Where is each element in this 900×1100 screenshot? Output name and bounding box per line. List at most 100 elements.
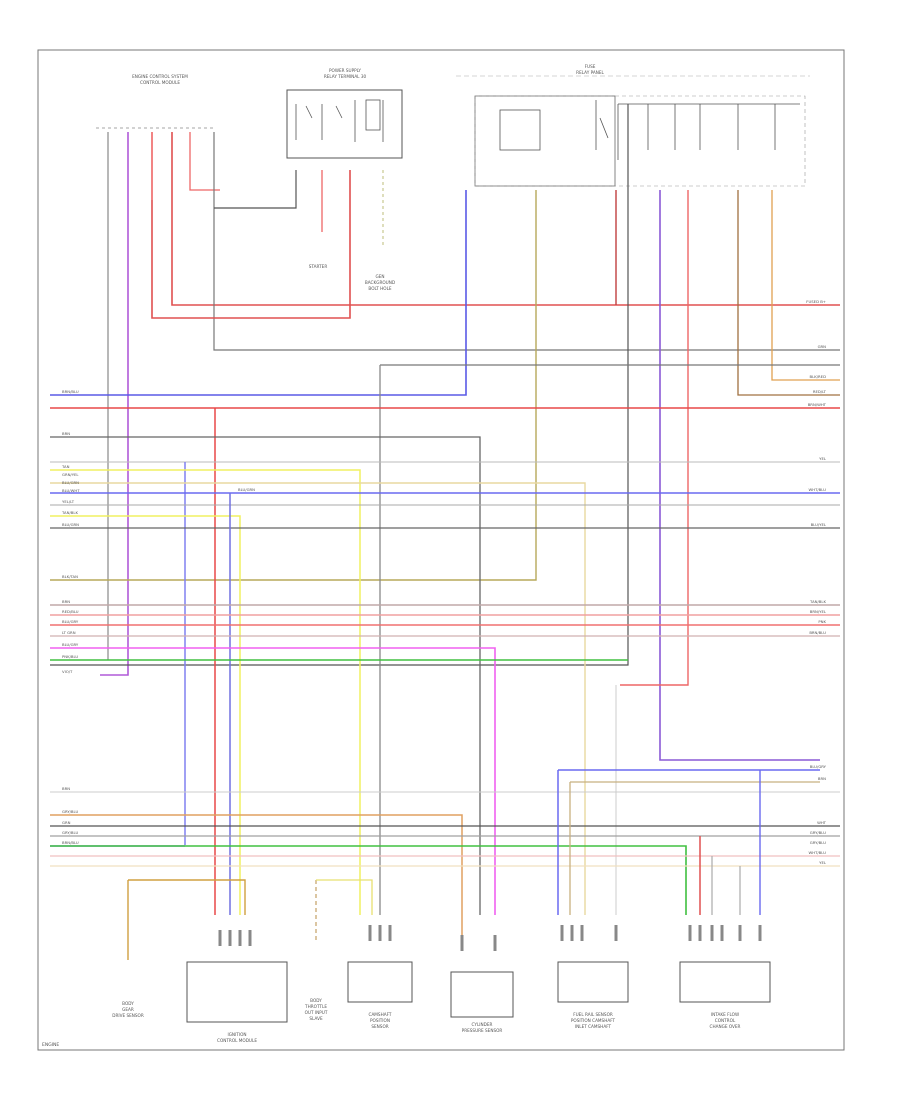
wire-set (50, 104, 840, 960)
ignition-module-box (186, 961, 288, 1023)
relay-label: POWER SUPPLY (329, 68, 361, 73)
component-label: CONTROL (715, 1018, 736, 1023)
connector-pin (378, 925, 382, 941)
left-wire-label: BRN (62, 431, 70, 436)
component-label: THROTTLE (304, 1004, 327, 1009)
right-wire-label: BLU/GRY (810, 764, 827, 769)
mid-wire-label: BLU/GRN (238, 487, 255, 492)
wire-red-short (189, 132, 220, 191)
left-wire-label: BRN (62, 599, 70, 604)
connector-pin (738, 925, 742, 941)
connector-pin (460, 935, 464, 951)
wire-tan (50, 190, 537, 581)
fuse-label: RELAY PANEL (576, 70, 604, 75)
component-label: FUEL RAIL SENSOR (573, 1012, 613, 1017)
wire-orange-low (50, 814, 463, 940)
connector-pin (758, 925, 762, 941)
component-label: BODY (310, 998, 322, 1003)
gen-label: BOLT HOLE (368, 286, 392, 291)
gen-label: BACKGROUND (365, 280, 395, 285)
right-wire-label: BRN (818, 776, 826, 781)
right-wire-label: TAN/BLK (809, 599, 826, 604)
wire-gray-long (213, 132, 840, 351)
wire-green-low (50, 845, 687, 915)
right-wire-label: PNK (818, 619, 826, 624)
wire-brown (737, 190, 840, 396)
component-label: BODY (122, 1001, 134, 1006)
wire-violet-fuse (659, 190, 820, 761)
component-label: CAMSHAFT (369, 1012, 392, 1017)
wire-magenta (50, 647, 496, 915)
connector-pin (580, 925, 584, 941)
power-relay-box (286, 89, 403, 159)
wire-yellow-c3 (316, 879, 373, 915)
connector-pin (388, 925, 392, 941)
relay-label: RELAY TERMINAL 30 (324, 74, 367, 79)
component-label: CHANGE OVER (710, 1024, 741, 1029)
component-label: DRIVE SENSOR (112, 1013, 144, 1018)
connector-pin (688, 925, 692, 941)
left-wire-label: TAN/BLK (61, 510, 78, 515)
left-wire-label: BLU/GRN (62, 480, 79, 485)
right-wire-label: BLU/YEL (811, 522, 827, 527)
right-wire-label: BRN/WHT (808, 402, 827, 407)
component-label: PRESSURE SENSOR (462, 1028, 503, 1033)
wire-yellow-bus (50, 469, 361, 915)
component-label: INLET CAMSHAFT (575, 1024, 612, 1029)
component-label: SENSOR (371, 1024, 388, 1029)
connector-pin (238, 930, 242, 946)
left-wire-label: BRN (62, 786, 70, 791)
fuse-panel-outline (474, 95, 806, 187)
connector-pin (698, 925, 702, 941)
right-wire-label: GRY/BLU (810, 830, 826, 835)
left-wire-label: VIO/T (62, 669, 73, 674)
left-wire-label: BRN/BLU (62, 389, 79, 394)
component-label: INTAKE FLOW (711, 1012, 739, 1017)
fuse-panel-box (474, 95, 616, 187)
right-wire-label: BLK/RED (810, 374, 827, 379)
right-wire-label: BRN/YEL (810, 609, 827, 614)
connector-pin (493, 935, 497, 951)
component-label: POSITION (370, 1018, 390, 1023)
right-wire-label: BRN/BLU (809, 630, 826, 635)
relay-switches (295, 99, 384, 142)
left-wire-label: PNK/BLU (62, 654, 78, 659)
ecm-label: ENGINE CONTROL SYSTEM (132, 74, 188, 79)
wire-yellow-bus2 (50, 515, 241, 915)
component-label: POSITION CAMSHAFT (571, 1018, 616, 1023)
connector-pin (228, 930, 232, 946)
connector-pin (720, 925, 724, 941)
fuse-label: FUSE (585, 64, 596, 69)
wire-black-bus (50, 436, 481, 915)
left-wire-label: BRN/BLU (62, 840, 79, 845)
intake-flow-box (679, 961, 771, 1003)
left-wire-label: YEL/LT (62, 499, 75, 504)
right-wire-label: WHT/BLU (808, 487, 826, 492)
left-wire-label: LT GRN (62, 630, 76, 635)
connector-pin (614, 925, 618, 941)
right-wire-label: YEL (819, 456, 827, 461)
connector-pin (368, 925, 372, 941)
connector-pin (570, 925, 574, 941)
cylinder-pressure-box (450, 971, 514, 1018)
fuse-switches (499, 100, 800, 160)
wire-red-fuse2 (620, 190, 689, 686)
left-wire-label: RED/BLU (62, 609, 79, 614)
gen-label: GEN (375, 274, 384, 279)
left-wire-label: BLU/GRN (62, 522, 79, 527)
component-label: CYLINDER (472, 1022, 493, 1027)
left-wire-label: GRY/BLU (62, 830, 78, 835)
left-wire-label: BLU/GRY (62, 619, 79, 624)
right-wire-label: WHT/BLU (808, 850, 826, 855)
diagram-border (37, 49, 845, 1051)
left-wire-label: TAN (61, 464, 70, 469)
left-wire-label: GRN/YEL (62, 472, 79, 477)
fuel-rail-sensor-box (557, 961, 629, 1003)
wire-orange-c1b (128, 879, 246, 915)
wire-dark (50, 104, 629, 666)
wire-blue-long (50, 190, 467, 396)
right-wire-label: WHT (817, 820, 827, 825)
right-wire-label: GRN (818, 344, 827, 349)
